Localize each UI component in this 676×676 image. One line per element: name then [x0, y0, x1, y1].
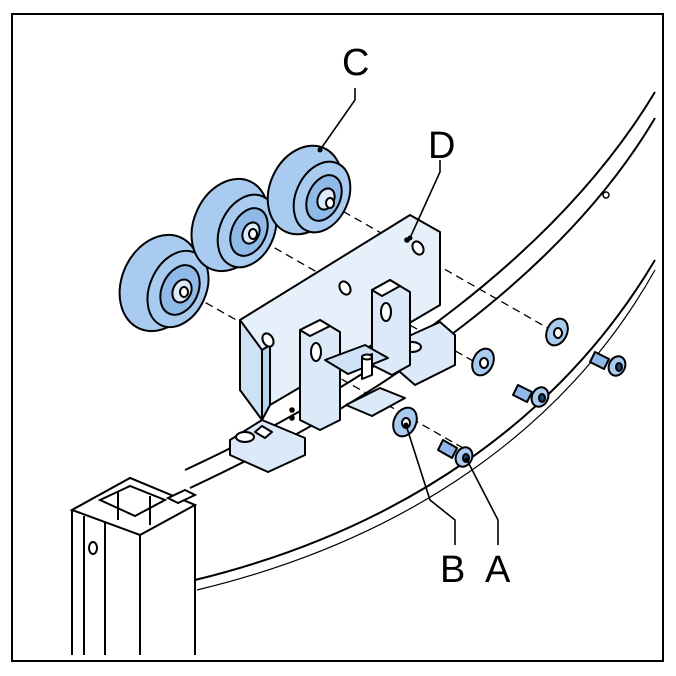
screw-2 — [512, 384, 550, 408]
leader-lines — [319, 88, 499, 545]
label-c: C — [342, 42, 369, 84]
leader-dot-a — [464, 457, 470, 463]
label-a: A — [485, 549, 511, 591]
label-d: D — [428, 125, 455, 167]
frame-border — [11, 13, 664, 662]
leader-dot-d — [407, 235, 413, 241]
mounting-bracket — [229, 214, 456, 473]
washer-3 — [545, 317, 569, 347]
washer-1 — [392, 406, 418, 438]
leader-dot-b — [403, 422, 409, 428]
wheel-2 — [190, 177, 278, 273]
door-profile — [69, 476, 198, 655]
screw-3 — [589, 351, 627, 377]
wheel-3 — [266, 144, 352, 236]
washer-2 — [471, 347, 495, 377]
label-b: B — [440, 549, 465, 591]
rail-hole — [602, 191, 610, 199]
wheel-1 — [118, 233, 210, 333]
leader-dot-c — [317, 147, 323, 153]
